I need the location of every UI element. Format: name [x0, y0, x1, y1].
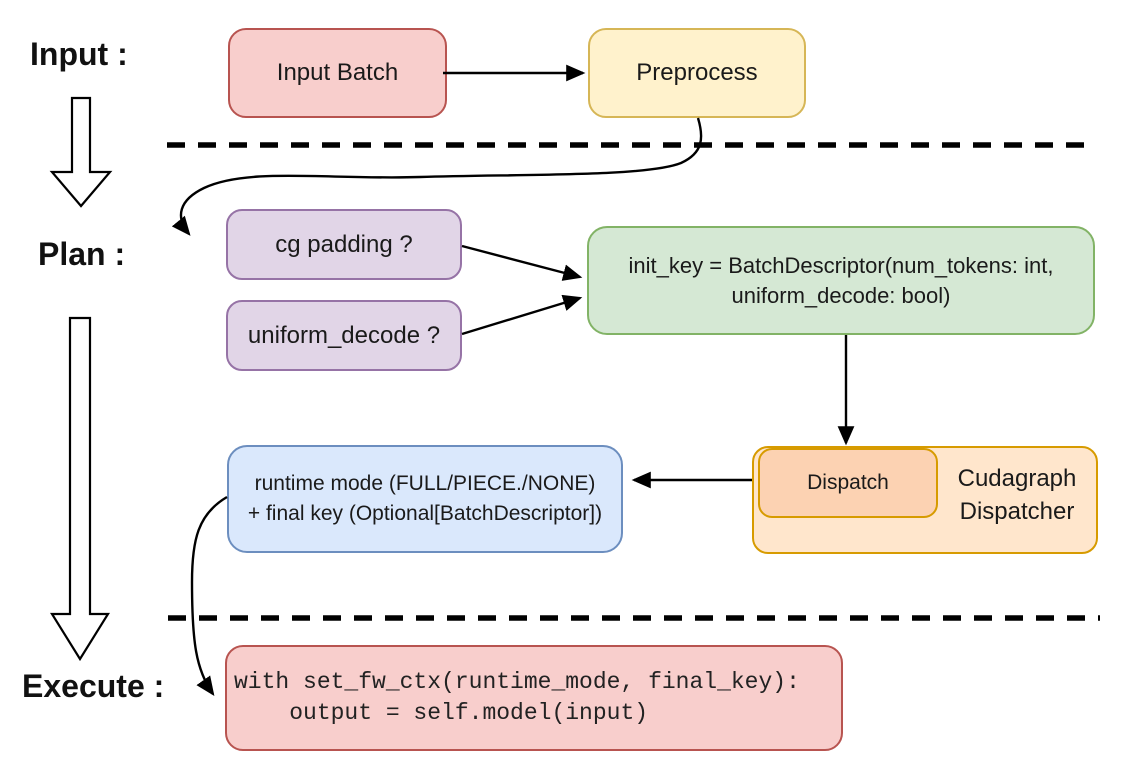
node-uniform-decode-label: uniform_decode ?	[247, 321, 441, 349]
node-execute-code: with set_fw_ctx(runtime_mode, final_key)…	[225, 645, 843, 751]
execute-code-line1: with set_fw_ctx(runtime_mode, final_key)…	[234, 669, 800, 695]
node-cg-padding: cg padding ?	[226, 209, 462, 280]
node-runtime-mode: runtime mode (FULL/PIECE./NONE) + final …	[227, 445, 623, 553]
node-cg-padding-label: cg padding ?	[275, 230, 413, 258]
node-dispatch-label: Dispatch	[807, 471, 889, 494]
node-cudagraph-dispatcher-label: Cudagraph Dispatcher	[938, 462, 1096, 528]
execute-code-line2: output = self.model(input)	[234, 700, 649, 726]
node-init-key: init_key = BatchDescriptor(num_tokens: i…	[587, 226, 1095, 335]
cudagraph-label-line1: Cudagraph	[957, 465, 1077, 492]
connector-cgpadding-to-initkey	[461, 244, 583, 281]
node-init-key-line1: init_key = BatchDescriptor(num_tokens: i…	[628, 252, 1054, 278]
node-uniform-decode: uniform_decode ?	[226, 300, 462, 371]
node-runtime-mode-line1: runtime mode (FULL/PIECE./NONE)	[254, 472, 596, 495]
down-arrow-input-to-plan-icon	[49, 96, 113, 208]
connector-uniformdecode-to-initkey	[461, 294, 583, 336]
cudagraph-label-line2: Dispatcher	[959, 498, 1075, 525]
node-input-batch: Input Batch	[228, 28, 447, 118]
down-arrow-plan-to-execute-icon	[50, 316, 110, 662]
node-dispatch: Dispatch	[758, 448, 938, 518]
node-input-batch-label: Input Batch	[276, 59, 399, 86]
node-preprocess: Preprocess	[588, 28, 806, 118]
connector-runtimemode-to-executecode	[190, 495, 228, 696]
node-runtime-mode-line2: + final key (Optional[BatchDescriptor])	[247, 502, 603, 525]
section-label-plan: Plan :	[38, 236, 126, 272]
section-label-input: Input :	[30, 36, 128, 72]
node-preprocess-label: Preprocess	[636, 59, 758, 86]
section-label-execute: Execute :	[22, 668, 165, 704]
node-init-key-line2: uniform_decode: bool)	[731, 282, 951, 308]
